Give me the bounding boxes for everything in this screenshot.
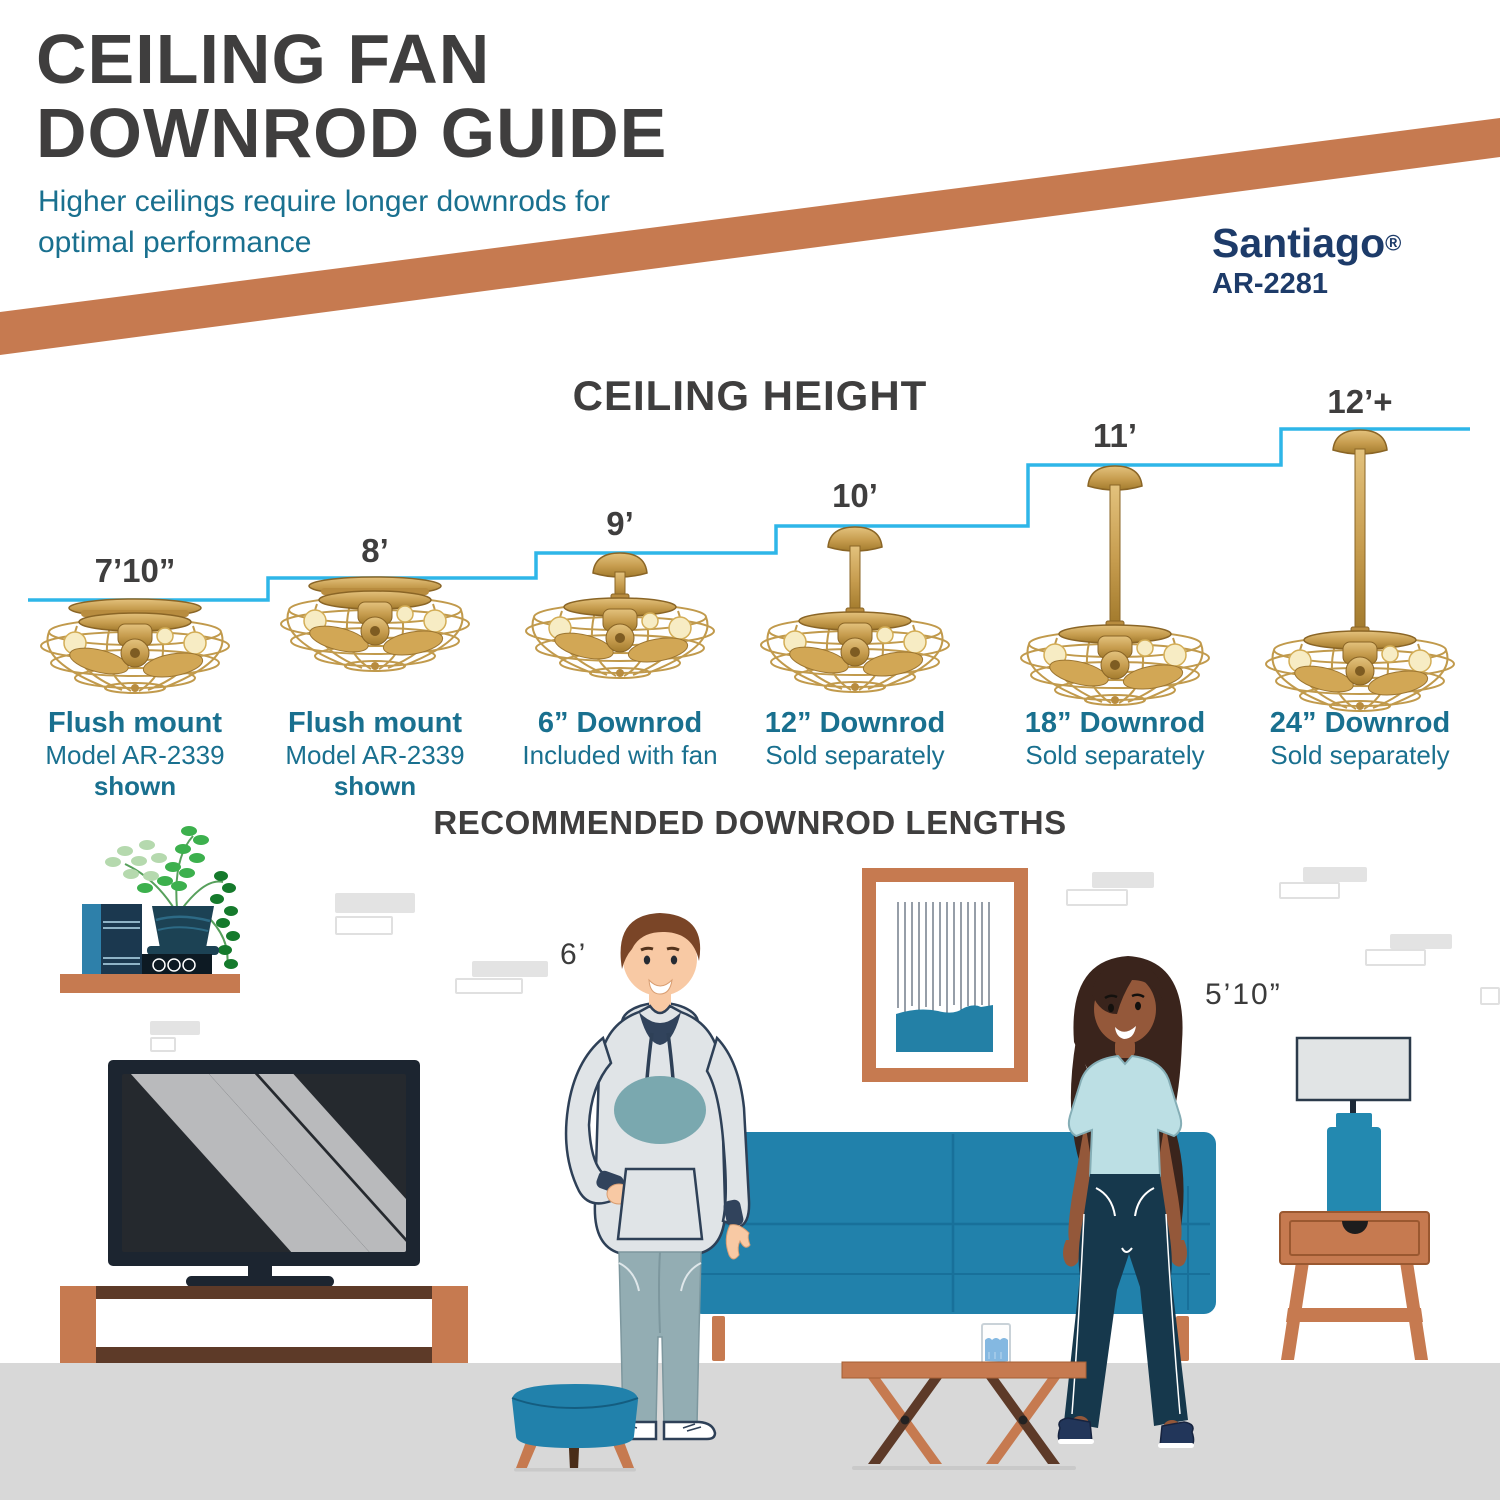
lamp-shade <box>1295 1036 1412 1102</box>
tv-screen <box>122 1074 406 1252</box>
title-line2: DOWNROD GUIDE <box>36 94 668 173</box>
ceiling-fan-flush-2 <box>260 576 490 687</box>
fan-label-4: 12” Downrod Sold separately <box>735 706 975 771</box>
ceiling-fan-18in-downrod <box>1000 463 1230 721</box>
fan-label-2: Flush mount Model AR-2339 shown <box>255 706 495 802</box>
brand-model: AR-2281 <box>1212 268 1329 301</box>
man-height-label: 6’ <box>560 938 588 971</box>
brand-name: Santiago® <box>1212 220 1402 266</box>
brand-text: Santiago <box>1212 220 1386 266</box>
tv-stand-top <box>96 1286 432 1299</box>
brick-decoration <box>335 893 415 913</box>
fan-label-line1: 24” Downrod <box>1269 707 1451 739</box>
brick-decoration <box>455 978 523 994</box>
height-label-5: 11’ <box>1092 417 1138 454</box>
water-glass <box>981 1323 1011 1365</box>
fan-label-line1: Flush mount <box>48 707 222 739</box>
height-label-2: 8’ <box>361 532 389 569</box>
coffee-table <box>841 1361 1087 1470</box>
brick-decoration <box>472 961 548 977</box>
fan-label-line3: shown <box>333 770 417 801</box>
fan-label-line2: Included with fan <box>522 740 718 771</box>
ceiling-fan-flush-1 <box>20 598 250 709</box>
height-label-6: 12’+ <box>1327 383 1393 420</box>
fan-label-line2: Sold separately <box>765 740 945 771</box>
fan-label-line3: shown <box>93 770 177 801</box>
stool <box>511 1384 639 1472</box>
page-title: CEILING FAN DOWNROD GUIDE <box>36 20 668 173</box>
fan-label-line1: 12” Downrod <box>764 707 946 739</box>
fan-label-line2: Model AR-2339 <box>285 740 465 771</box>
tv-stand-shelf <box>96 1347 432 1363</box>
page-subtitle: Higher ceilings require longer downrods … <box>38 182 610 263</box>
man-figure <box>564 913 751 1441</box>
brick-decoration <box>1390 934 1452 949</box>
fan-label-line1: 6” Downrod <box>537 707 703 739</box>
brick-decoration <box>1365 949 1426 966</box>
television <box>108 1060 420 1266</box>
brick-decoration <box>1066 889 1128 906</box>
brick-decoration <box>150 1021 200 1035</box>
brick-decoration <box>1480 987 1500 1005</box>
lamp-body <box>1327 1127 1381 1220</box>
brick-decoration <box>150 1037 176 1052</box>
registered-mark: ® <box>1385 230 1402 256</box>
brick-decoration <box>335 916 393 935</box>
drawer-handle <box>1342 1221 1368 1234</box>
ceiling-fan-12in-downrod <box>740 524 970 708</box>
fan-label-5: 18” Downrod Sold separately <box>995 706 1235 771</box>
sofa-leg <box>712 1316 725 1361</box>
fan-label-line1: 18” Downrod <box>1024 707 1206 739</box>
ceiling-step-line <box>28 427 1470 602</box>
height-label-3: 9’ <box>606 505 634 542</box>
fan-label-line2: Model AR-2339 <box>45 740 225 771</box>
copper-diagonal-band <box>0 118 1500 355</box>
recommended-downrod-heading: RECOMMENDED DOWNROD LENGTHS <box>433 804 1067 841</box>
height-label-4: 10’ <box>832 477 878 514</box>
fan-label-3: 6” Downrod Included with fan <box>500 706 740 771</box>
fan-label-line2: Sold separately <box>1025 740 1205 771</box>
fan-label-6: 24” Downrod Sold separately <box>1240 706 1480 771</box>
subtitle-line2: optimal performance <box>38 225 312 259</box>
ceiling-height-heading: CEILING HEIGHT <box>572 372 928 419</box>
wall-shelf-with-plant <box>60 826 240 993</box>
tv-stand-leg <box>432 1286 468 1363</box>
brick-decoration <box>1279 882 1340 899</box>
fan-label-line1: Flush mount <box>288 707 462 739</box>
title-line1: CEILING FAN <box>36 20 491 98</box>
ceiling-fan-24in-downrod <box>1245 427 1475 727</box>
subtitle-line1: Higher ceilings require longer downrods … <box>38 185 610 218</box>
fan-label-line2: Sold separately <box>1270 740 1450 771</box>
fan-label-1: Flush mount Model AR-2339 shown <box>15 706 255 802</box>
tv-stand-leg <box>60 1286 96 1363</box>
tv-base <box>186 1276 334 1287</box>
woman-figure <box>1057 956 1195 1448</box>
woman-height-label: 5’10” <box>1205 978 1282 1011</box>
brand-block: Santiago® AR-2281 <box>1212 220 1402 301</box>
brick-decoration <box>1092 872 1154 888</box>
height-label-1: 7’10” <box>94 552 176 589</box>
ceiling-fan-6in-downrod <box>505 550 735 694</box>
floor <box>0 1363 1500 1500</box>
brick-decoration <box>1303 867 1367 882</box>
framed-wall-art <box>862 868 1028 1082</box>
side-table-with-lamp <box>1279 1036 1430 1360</box>
